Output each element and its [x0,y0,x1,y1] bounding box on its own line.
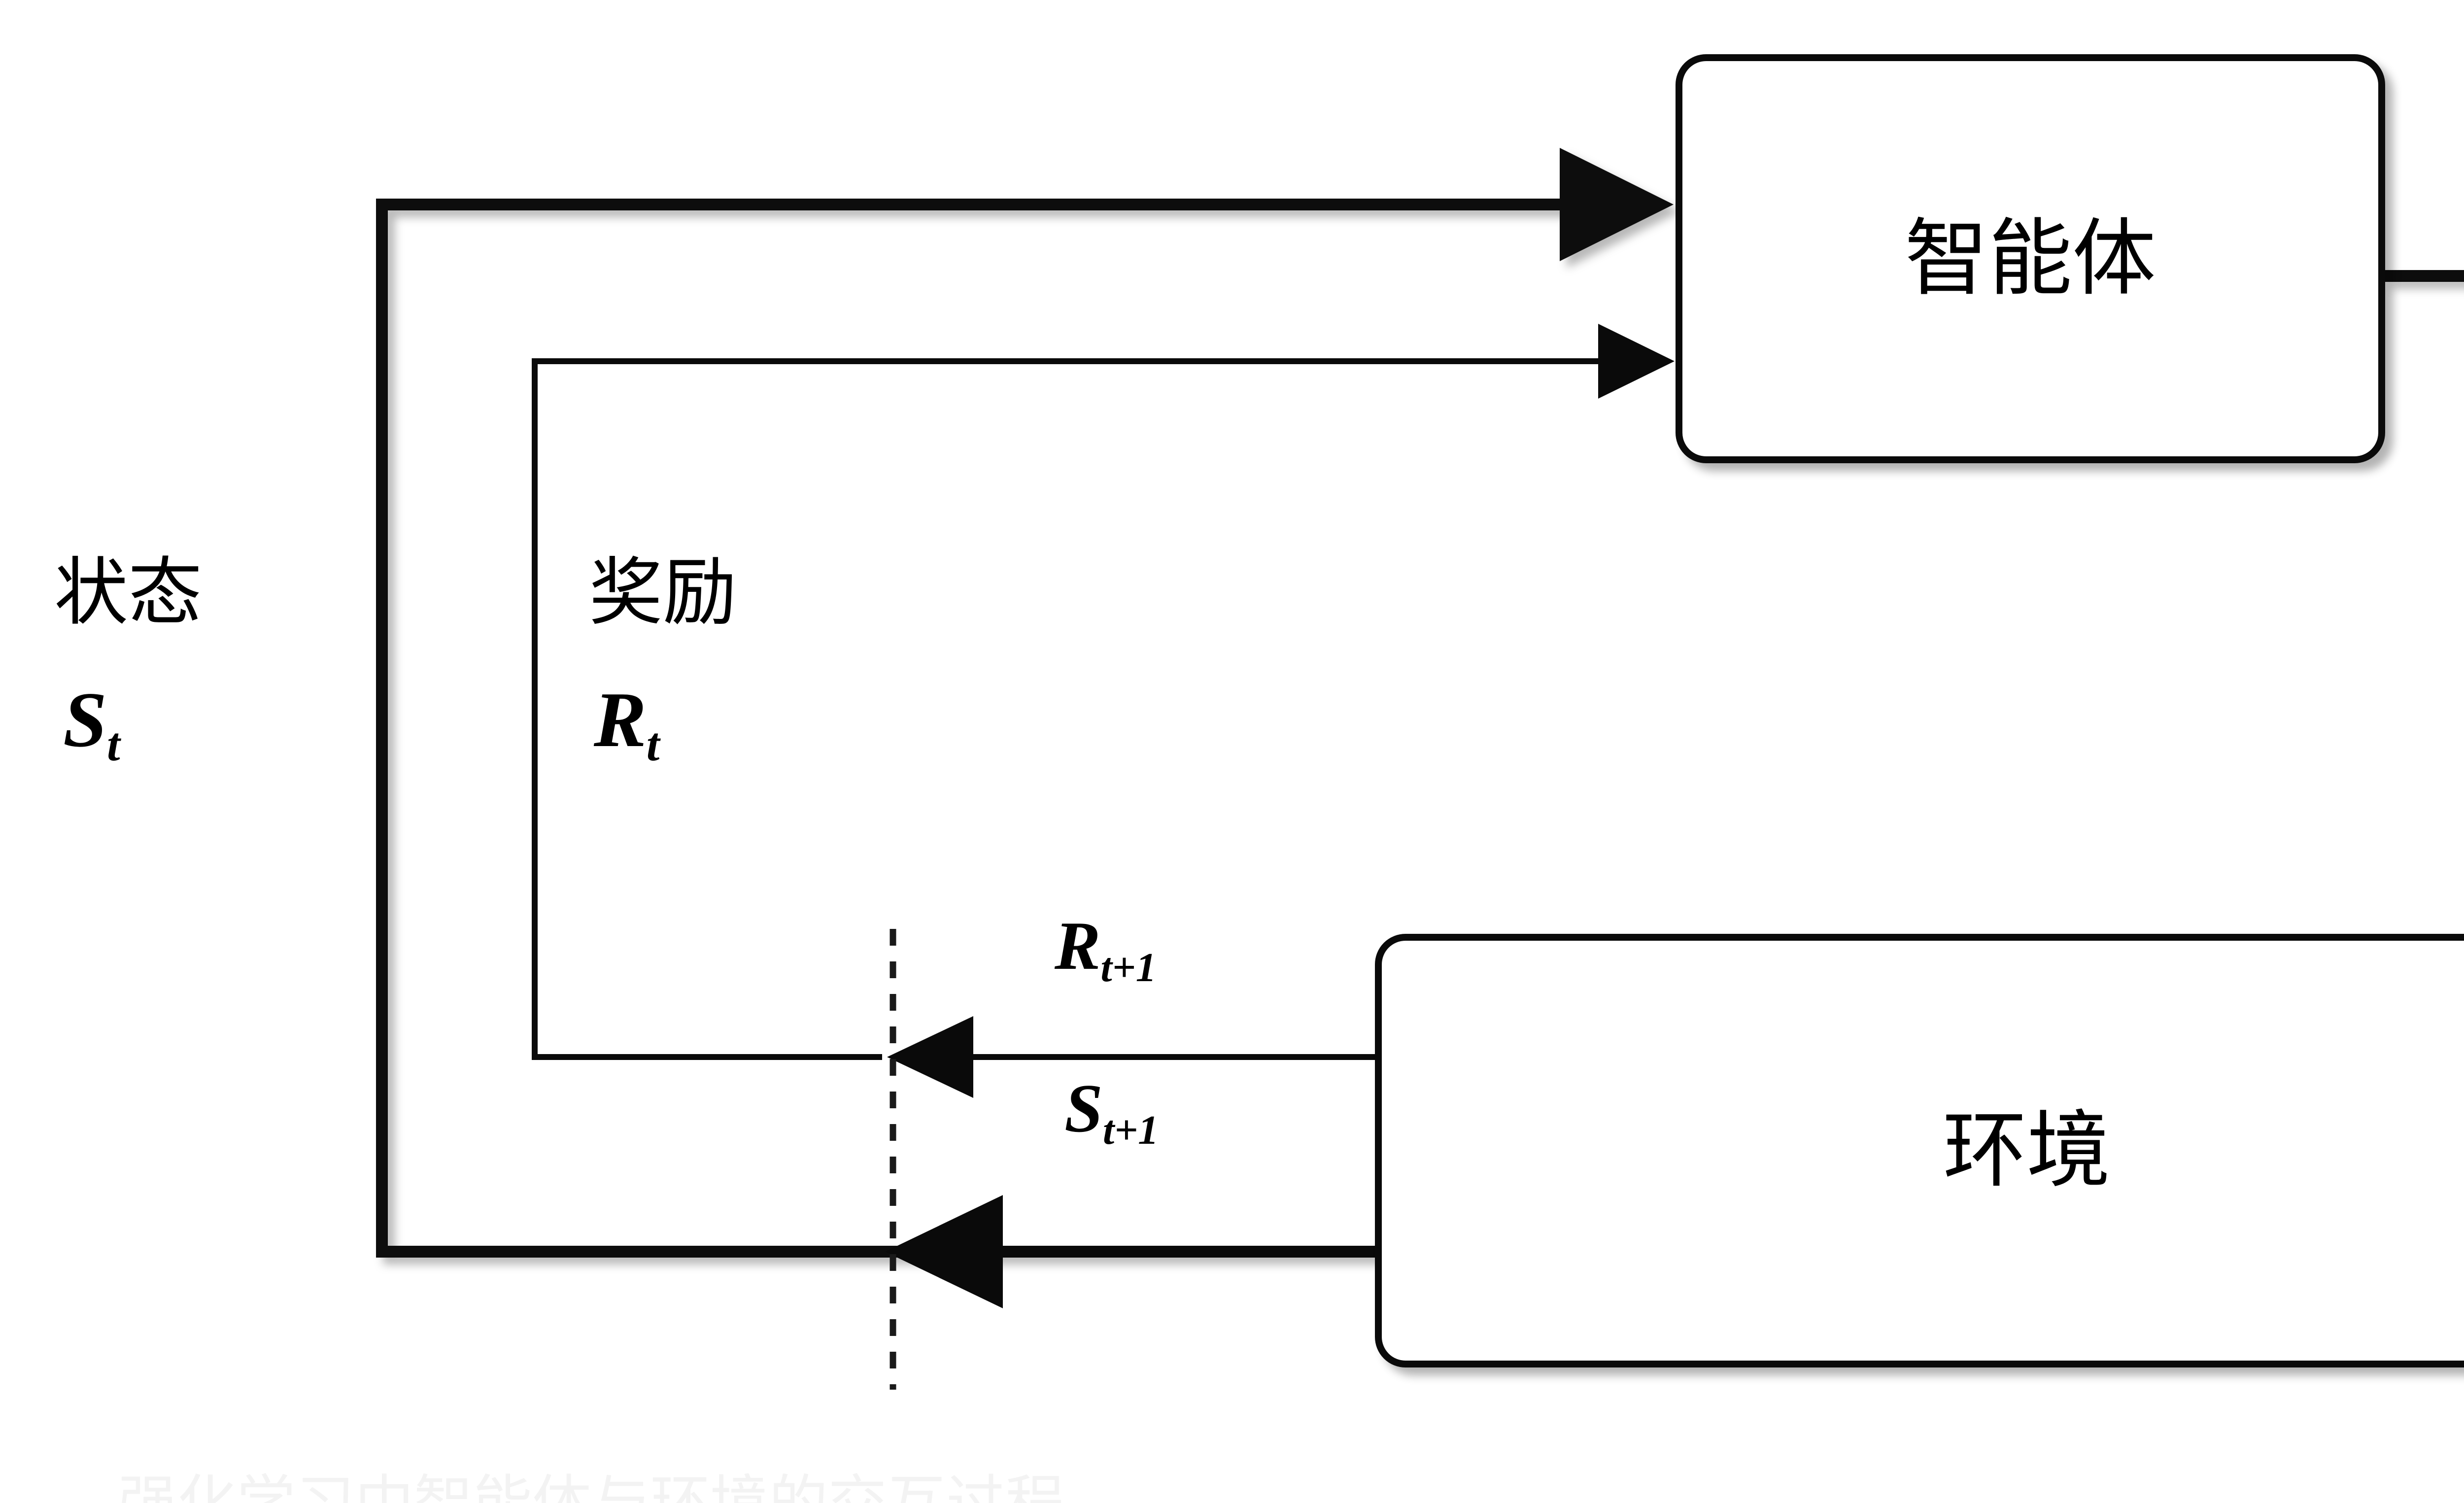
state-symbol-label: St [63,680,120,768]
figure-caption: 强化学习中智能体与环境的交互过程 [118,1455,1064,1503]
emission-state-next [885,1195,1375,1308]
emission-reward-next [887,1016,1375,1098]
environment-node[interactable]: 环境 [1375,934,2464,1367]
state-edge-label: 状态 [54,550,203,636]
reward-arrowhead-icon [1598,324,1675,399]
state-symbol: S [63,676,107,763]
edge-reward-feedback [532,324,1675,1060]
reward-symbol: R [594,676,647,763]
state-arrowhead-icon [1560,148,1674,261]
state-next-subscript: t+1 [1102,1107,1159,1154]
state-next-symbol-label: St+1 [1064,1074,1159,1151]
reward-next-symbol-label: Rt+1 [1055,912,1157,989]
reward-next-arrowhead-icon [887,1016,973,1098]
agent-node[interactable]: 智能体 [1676,54,2385,463]
agent-node-label: 智能体 [1904,210,2156,307]
reward-next-subscript: t+1 [1100,945,1157,991]
reward-feedback-line [532,358,1604,1060]
reward-symbol-subscript: t [646,717,660,771]
reward-next-symbol: R [1055,908,1101,984]
state-next-arrowhead-icon [885,1195,1003,1308]
environment-node-label: 环境 [1943,1102,2111,1199]
reward-edge-label: 奖励 [589,550,737,636]
reward-symbol-label: Rt [594,680,659,768]
state-symbol-subscript: t [106,717,120,771]
state-next-symbol: S [1064,1070,1103,1147]
